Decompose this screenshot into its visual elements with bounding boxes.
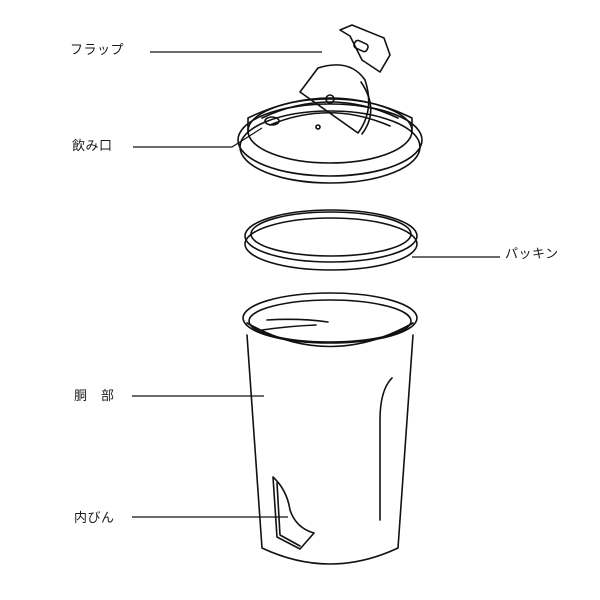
inner-bottle <box>272 476 315 550</box>
label-inner-bottle: 内びん <box>74 511 115 526</box>
body <box>242 292 418 565</box>
gasket <box>244 209 418 271</box>
mouth-opening <box>264 116 280 126</box>
label-body: 胴 部 <box>74 389 115 404</box>
label-mouth: 飲み口 <box>72 139 113 154</box>
flap <box>299 24 391 135</box>
label-flap: フラップ <box>70 43 125 58</box>
label-gasket: パッキン <box>505 247 559 262</box>
leader-mouth <box>133 127 263 148</box>
lid <box>237 97 423 184</box>
